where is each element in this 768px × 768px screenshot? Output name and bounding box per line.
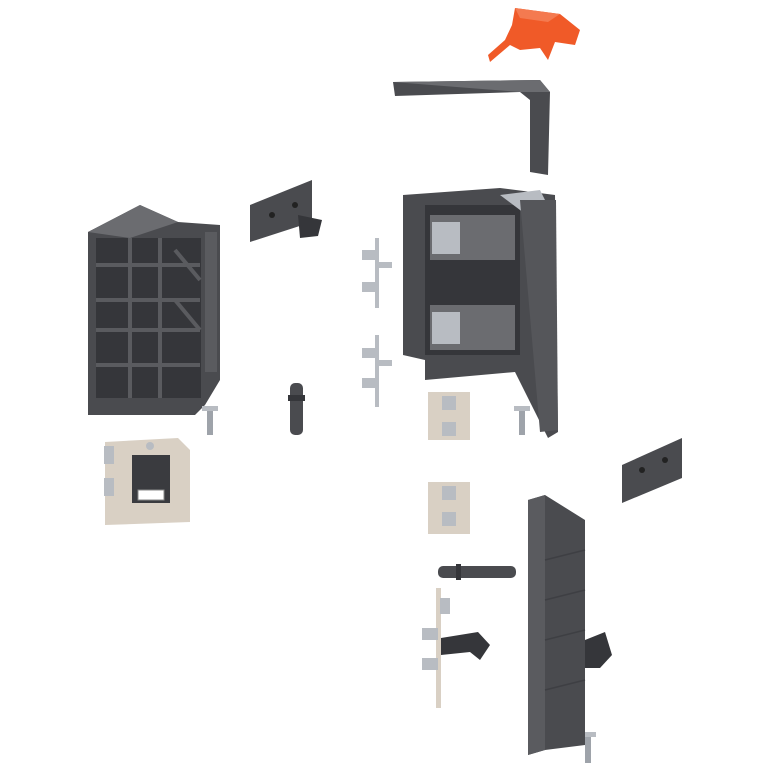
right-mount-plate bbox=[622, 438, 682, 503]
top-angle-bracket bbox=[393, 80, 550, 175]
screw bbox=[202, 406, 218, 435]
center-housing bbox=[403, 188, 558, 438]
fitting-screw-set bbox=[362, 335, 392, 407]
steel-rod bbox=[438, 564, 516, 580]
fitting-screw-set bbox=[362, 238, 392, 308]
orange-clip-icon bbox=[488, 8, 580, 62]
lever-bracket bbox=[422, 588, 490, 708]
beige-clip bbox=[428, 482, 470, 534]
screw bbox=[580, 732, 596, 763]
screw bbox=[514, 406, 530, 435]
left-corner-housing bbox=[88, 205, 220, 415]
beige-clip bbox=[428, 392, 470, 440]
small-mount-plate bbox=[250, 180, 322, 242]
front-panel bbox=[528, 495, 612, 755]
dowel-pin bbox=[288, 383, 305, 435]
beige-mounting-plate bbox=[104, 438, 190, 525]
